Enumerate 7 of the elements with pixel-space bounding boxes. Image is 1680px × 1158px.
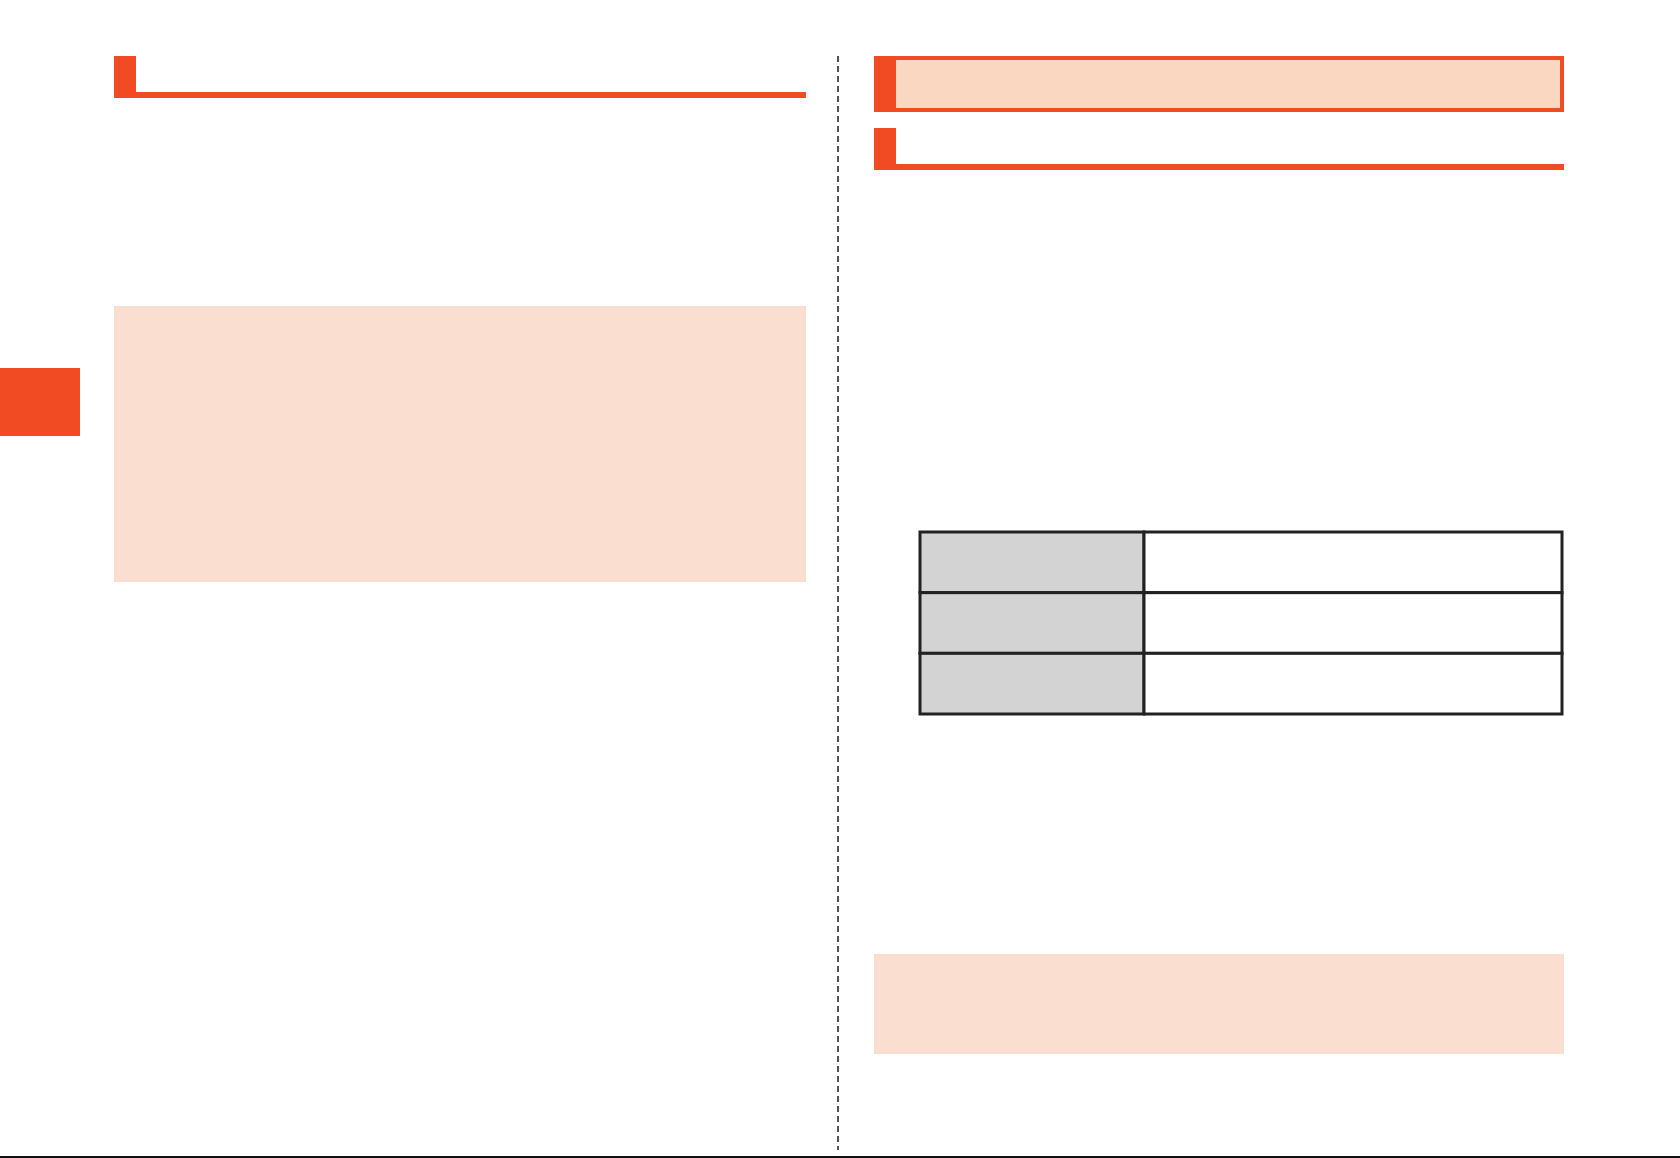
- heading-rule: [114, 56, 806, 98]
- note-panel: [874, 954, 1564, 1054]
- note-panel: [114, 306, 806, 582]
- side-tab: [0, 368, 80, 436]
- heading-rule: [874, 128, 1564, 170]
- table-grid: [918, 530, 1564, 716]
- section-heading-band: [874, 56, 1564, 112]
